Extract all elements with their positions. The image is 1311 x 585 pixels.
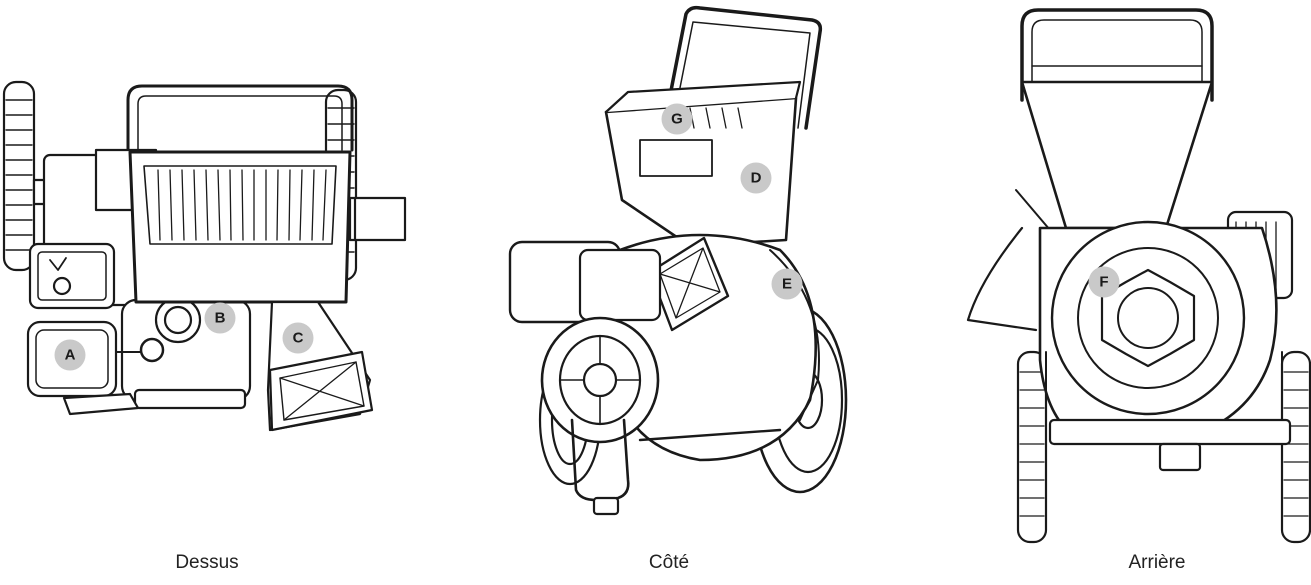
side-handle xyxy=(666,5,823,130)
callout-d: D xyxy=(740,162,772,194)
left-wheel xyxy=(2,80,36,272)
chipper-top-view xyxy=(2,80,407,432)
hopper-top xyxy=(128,150,352,304)
hopper-rear xyxy=(1020,80,1214,230)
top-handle xyxy=(126,84,354,152)
chipper-side-view xyxy=(508,5,848,516)
callout-b: B xyxy=(204,302,236,334)
caption-side-view: Côté xyxy=(648,552,690,573)
callout-g: G xyxy=(661,103,693,135)
rear-right-wheel xyxy=(1280,350,1311,544)
air-filter xyxy=(28,242,116,310)
caption-rear-view: Arrière xyxy=(1128,552,1186,573)
chipper-rear-view xyxy=(966,8,1311,544)
caption-top-view: Dessus xyxy=(175,552,239,573)
callout-c: C xyxy=(282,322,314,354)
callout-f: F xyxy=(1088,266,1120,298)
callout-e: E xyxy=(771,268,803,300)
rear-handle xyxy=(1020,8,1214,102)
callout-a: A xyxy=(54,339,86,371)
rear-left-wheel xyxy=(1016,350,1048,544)
